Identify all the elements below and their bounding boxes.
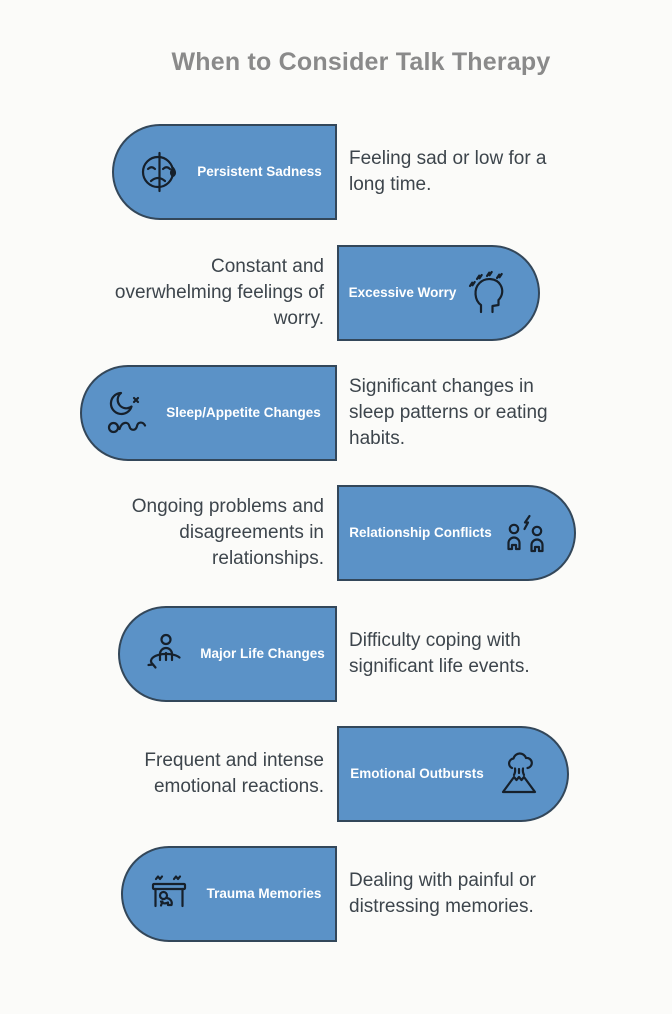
- row-relationship-conflicts: Relationship Conflicts Ongoing problems …: [0, 485, 672, 581]
- row-description: Constant and overwhelming feelings of wo…: [114, 256, 324, 329]
- pill-trauma-memories: Trauma Memories: [121, 846, 337, 942]
- volcano-eruption-icon: [495, 750, 543, 798]
- page-title: When to Consider Talk Therapy: [171, 48, 551, 76]
- row-major-life-changes: Major Life Changes Difficulty coping wit…: [0, 606, 672, 702]
- row-description: Dealing with painful or distressing memo…: [349, 870, 536, 917]
- pill-label: Major Life Changes: [200, 646, 325, 662]
- pill-label: Relationship Conflicts: [349, 525, 492, 541]
- pill-emotional-outbursts: Emotional Outbursts: [337, 726, 569, 822]
- pill-label: Sleep/Appetite Changes: [166, 405, 321, 421]
- pill-label: Persistent Sadness: [197, 164, 322, 180]
- moon-sleeping-person-icon: [104, 389, 152, 437]
- row-description: Feeling sad or low for a long time.: [349, 148, 547, 195]
- pill-excessive-worry: Excessive Worry: [337, 245, 540, 341]
- anxious-head-icon: [466, 269, 514, 317]
- pill-label: Emotional Outbursts: [350, 766, 484, 782]
- crawling-person-icon: [145, 870, 193, 918]
- pill-relationship-conflicts: Relationship Conflicts: [337, 485, 576, 581]
- sad-split-face-icon: [136, 148, 184, 196]
- row-trauma-memories: Trauma Memories Dealing with painful or …: [0, 846, 672, 942]
- row-description: Frequent and intense emotional reactions…: [144, 750, 324, 797]
- row-persistent-sadness: Persistent Sadness Feeling sad or low fo…: [0, 124, 672, 220]
- row-emotional-outbursts: Emotional Outbursts Frequent and intense…: [0, 726, 672, 822]
- people-conflict-icon: [502, 509, 550, 557]
- row-description: Significant changes in sleep patterns or…: [349, 376, 548, 449]
- pill-label: Excessive Worry: [348, 285, 457, 301]
- row-excessive-worry: Excessive Worry Constant and overwhelmin…: [0, 245, 672, 341]
- row-description: Difficulty coping with significant life …: [349, 630, 530, 677]
- person-cycle-icon: [142, 630, 190, 678]
- pill-sleep-appetite-changes: Sleep/Appetite Changes: [80, 365, 337, 461]
- row-sleep-appetite-changes: Sleep/Appetite Changes Significant chang…: [0, 365, 672, 461]
- pill-label: Trauma Memories: [206, 886, 322, 902]
- pill-persistent-sadness: Persistent Sadness: [112, 124, 337, 220]
- pill-major-life-changes: Major Life Changes: [118, 606, 337, 702]
- row-description: Ongoing problems and disagreements in re…: [131, 496, 324, 569]
